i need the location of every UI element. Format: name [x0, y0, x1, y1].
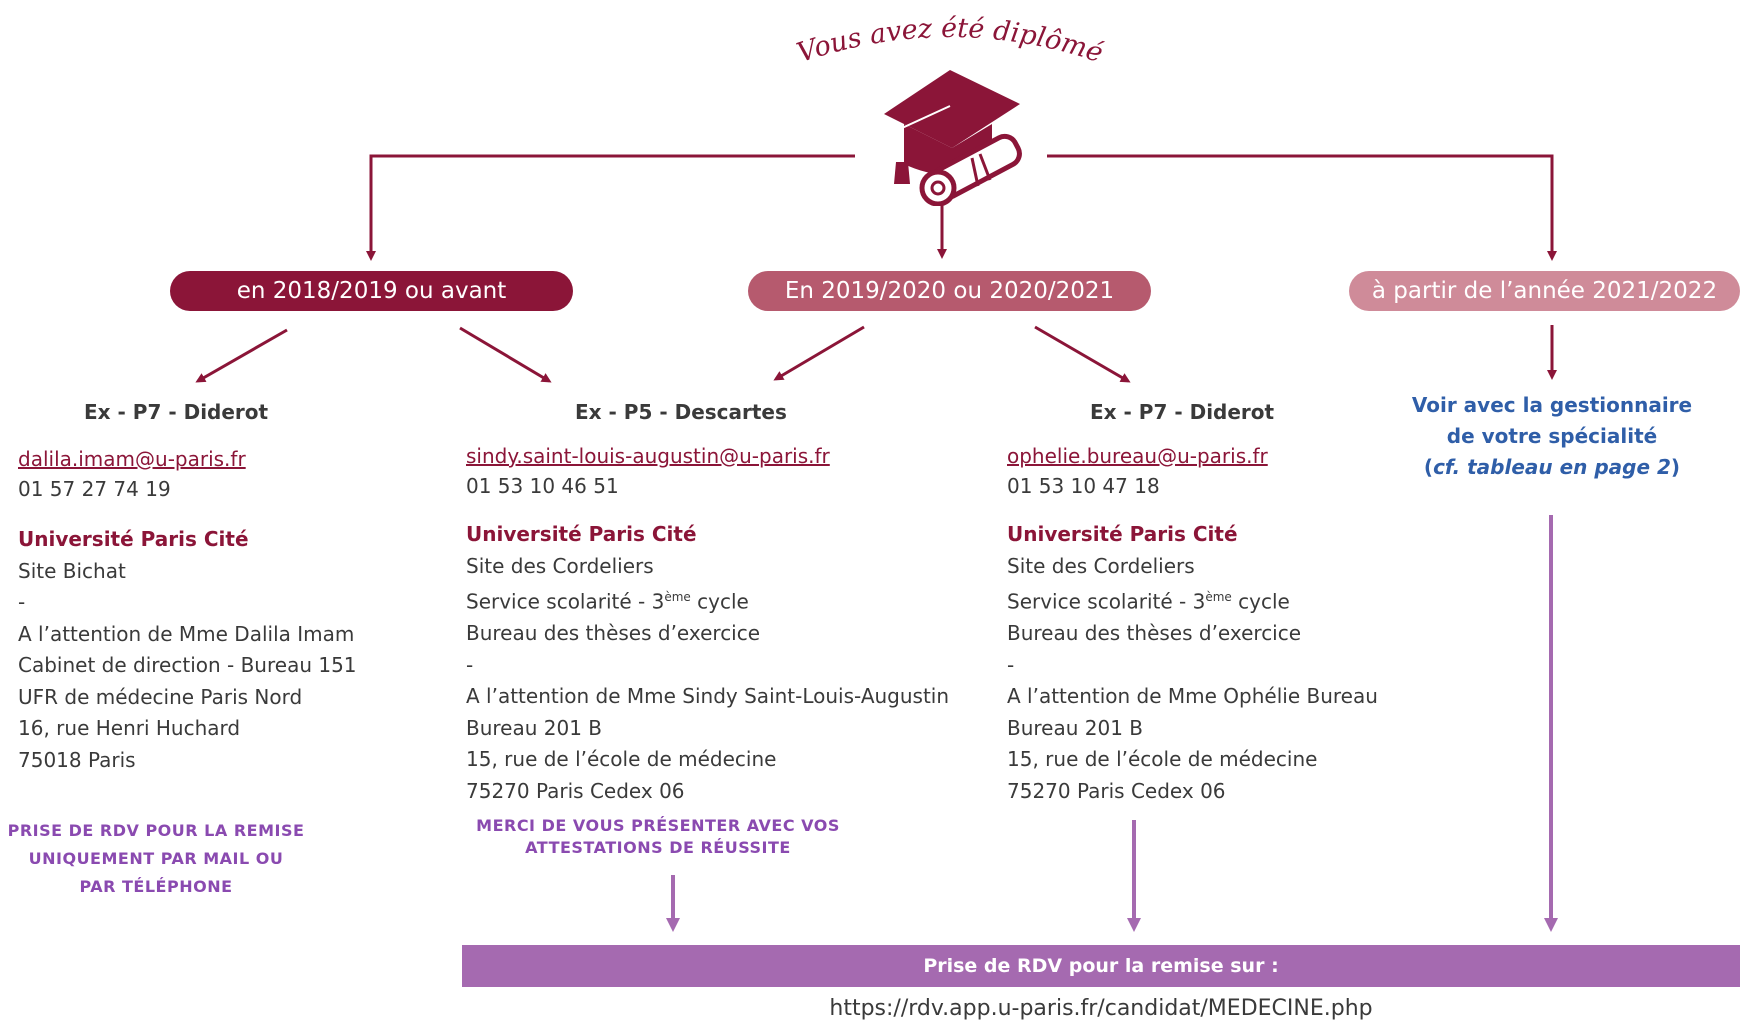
col2-line: 75270 Paris Cedex 06 [466, 778, 685, 803]
graduation-cap-icon [884, 70, 1022, 206]
period-pill-2019-2021: En 2019/2020 ou 2020/2021 [748, 271, 1151, 311]
col2-note: MERCI DE VOUS PRÉSENTER AVEC VOS ATTESTA… [458, 815, 858, 859]
col2-line: Bureau 201 B [466, 715, 603, 740]
col4-line: Voir avec la gestionnaire [1411, 393, 1693, 417]
col2-email-link[interactable]: sindy.saint-louis-augustin@u-paris.fr [466, 444, 830, 468]
col1-note-line: UNIQUEMENT PAR MAIL OU [28, 849, 284, 868]
col4-line: de votre spécialité [1446, 424, 1658, 448]
col2-service-sup: ème [664, 590, 691, 604]
col3-org: Université Paris Cité [1007, 522, 1238, 546]
col4-instruction: Voir avec la gestionnaire de votre spéci… [1392, 390, 1712, 483]
col2-service-suffix: cycle [690, 589, 749, 614]
col1-line: - [18, 590, 26, 614]
col1-line: UFR de médecine Paris Nord [18, 684, 303, 709]
page-title: Vous avez été diplômé [793, 13, 1107, 69]
period-pill-2018-2019: en 2018/2019 ou avant [170, 271, 573, 311]
appointment-url-link[interactable]: https://rdv.app.u-paris.fr/candidat/MEDE… [829, 996, 1373, 1021]
col1-note: PRISE DE RDV POUR LA REMISE UNIQUEMENT P… [0, 817, 312, 901]
col1-contact: dalila.imam@u-paris.fr 01 57 27 74 19 [18, 444, 246, 504]
col3-phone: 01 53 10 47 18 [1007, 474, 1160, 498]
col3-line: 15, rue de l’école de médecine [1007, 747, 1318, 772]
diploma-scroll-icon [919, 133, 1022, 206]
col3-contact: ophelie.bureau@u-paris.fr 01 53 10 47 18 [1007, 441, 1268, 501]
col2-phone: 01 53 10 46 51 [466, 474, 619, 498]
col4-reference: (cf. tableau en page 2) [1392, 452, 1712, 483]
col4-ref-close: ) [1670, 455, 1681, 479]
col2-note-line: ATTESTATIONS DE RÉUSSITE [525, 838, 791, 857]
col3-line: A l’attention de Mme Ophélie Bureau [1007, 684, 1378, 709]
col3-line: Bureau 201 B [1007, 715, 1144, 740]
col2-service-text: Service scolarité - 3 [466, 589, 665, 614]
title-arc: Vous avez été diplômé [793, 13, 1107, 69]
arrow-p2-right [1034, 325, 1131, 383]
col1-line: A l’attention de Mme Dalila Imam [18, 621, 355, 646]
arrow-p1-left [195, 328, 288, 383]
col1-note-line: PRISE DE RDV POUR LA REMISE [7, 821, 305, 840]
col2-site: Site des Cordeliers [466, 553, 654, 578]
arrow-p1-right [459, 326, 552, 383]
col2-line: - [466, 652, 474, 677]
col3-line: Bureau des thèses d’exercice [1007, 621, 1302, 646]
col1-line: Site Bichat [18, 558, 126, 583]
col3-site: Site des Cordeliers [1007, 553, 1195, 578]
col3-service-sup: ème [1205, 590, 1232, 604]
col4-ref-open: ( [1423, 455, 1434, 479]
col3-heading: Ex - P7 - Diderot [1090, 400, 1275, 424]
col2-address: Université Paris Cité Site des Cordelier… [466, 519, 949, 807]
appointment-banner: Prise de RDV pour la remise sur : [462, 945, 1740, 987]
col3-service-suffix: cycle [1231, 589, 1290, 614]
period-label: En 2019/2020 ou 2020/2021 [784, 278, 1115, 304]
col1-heading: Ex - P7 - Diderot [84, 400, 269, 424]
col1-org: Université Paris Cité [18, 527, 249, 551]
arrow-p2-left [773, 325, 865, 381]
branch-right-connector [1047, 154, 1557, 261]
col2-contact: sindy.saint-louis-augustin@u-paris.fr 01… [466, 441, 830, 501]
banner-label: Prise de RDV pour la remise sur : [923, 955, 1279, 977]
col1-line: Cabinet de direction - Bureau 151 [18, 653, 357, 677]
col2-heading: Ex - P5 - Descartes [575, 400, 787, 424]
col2-service: Service scolarité - 3ème cycle [466, 582, 949, 618]
col2-line: 15, rue de l’école de médecine [466, 747, 777, 772]
col1-note-line: PAR TÉLÉPHONE [79, 877, 233, 896]
col3-line: - [1007, 652, 1015, 677]
col1-line: 16, rue Henri Huchard [18, 716, 241, 740]
col3-email-link[interactable]: ophelie.bureau@u-paris.fr [1007, 444, 1268, 468]
col3-service-text: Service scolarité - 3 [1007, 589, 1206, 614]
svg-text:Vous avez été diplômé: Vous avez été diplômé [793, 13, 1107, 69]
col1-line: 75018 Paris [18, 747, 136, 772]
col4-ref-italic: cf. tableau en page 2 [1433, 455, 1671, 479]
col2-org: Université Paris Cité [466, 522, 697, 546]
period-label: à partir de l’année 2021/2022 [1371, 278, 1718, 304]
col2-note-line: MERCI DE VOUS PRÉSENTER AVEC VOS [476, 816, 840, 835]
branch-left-connector [366, 154, 855, 261]
col1-address: Université Paris Cité Site Bichat - A l’… [18, 524, 357, 776]
col3-service: Service scolarité - 3ème cycle [1007, 582, 1378, 618]
col1-phone: 01 57 27 74 19 [18, 477, 171, 501]
col3-line: 75270 Paris Cedex 06 [1007, 778, 1226, 803]
period-pill-2021-2022: à partir de l’année 2021/2022 [1349, 271, 1740, 311]
col2-line: Bureau des thèses d’exercice [466, 621, 761, 646]
col1-email-link[interactable]: dalila.imam@u-paris.fr [18, 447, 246, 471]
col2-line: A l’attention de Mme Sindy Saint-Louis-A… [466, 684, 950, 709]
col3-address: Université Paris Cité Site des Cordelier… [1007, 519, 1378, 807]
period-label: en 2018/2019 ou avant [236, 278, 507, 304]
